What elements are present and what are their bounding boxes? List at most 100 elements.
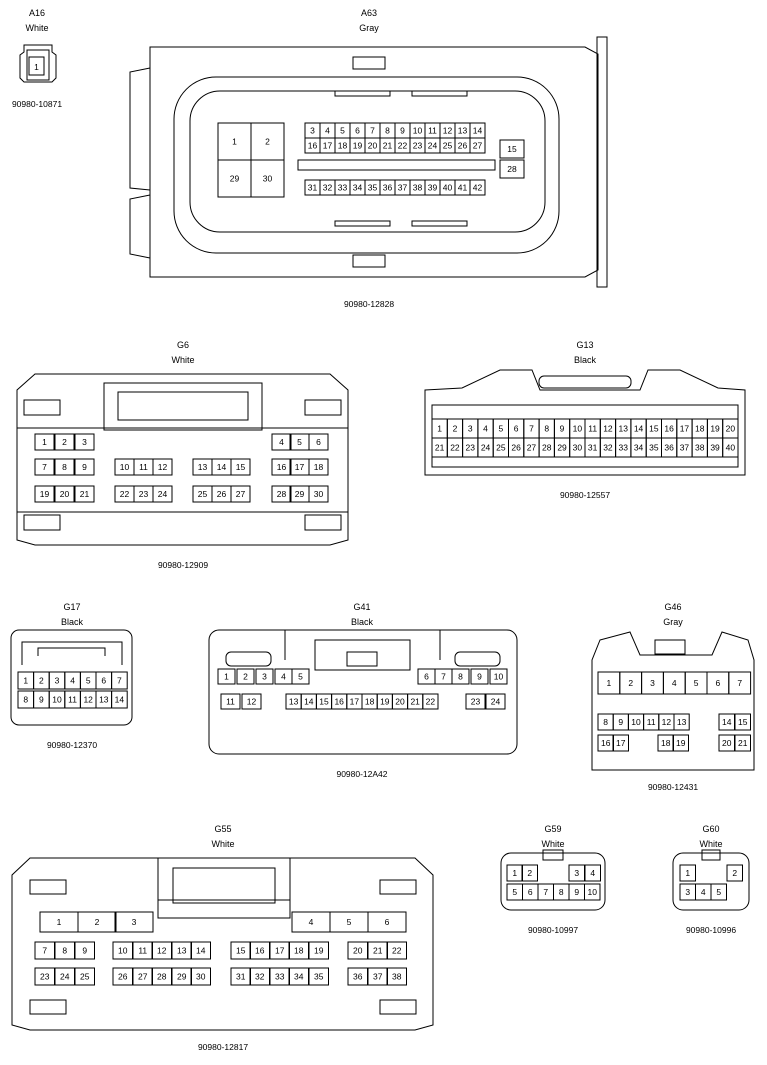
pin-label: 19 (710, 424, 720, 434)
pin-label: 19 (380, 697, 390, 707)
pin-label: 9 (574, 887, 579, 897)
connector-g41-housing (208, 629, 518, 755)
pin-label: 6 (316, 437, 321, 447)
pin-label: 2 (39, 676, 44, 686)
pin-label: 40 (443, 183, 453, 193)
connector-g59-housing (500, 852, 606, 911)
pin-label: 17 (616, 738, 626, 748)
pin-label: 22 (426, 697, 436, 707)
pin-label: 20 (368, 141, 378, 151)
pin-label: 28 (507, 164, 517, 174)
pin-label: 3 (310, 126, 315, 136)
pin-cavity (726, 864, 743, 882)
pin-label: 20 (353, 946, 363, 956)
pin-label: 6 (385, 917, 390, 927)
pin-label: 1 (42, 437, 47, 447)
pin-cavity (469, 137, 486, 154)
pin-cavity (679, 864, 696, 882)
connector-g6-housing (16, 373, 349, 546)
pin-cavity (308, 433, 329, 451)
pin-label: 6 (424, 672, 429, 682)
connector-g55-id: G55 (214, 824, 231, 834)
pin-cavity (34, 433, 55, 451)
pin-label: 2 (453, 424, 458, 434)
pin-label: 8 (458, 672, 463, 682)
pin-label: 18 (695, 424, 705, 434)
pin-label: 33 (619, 443, 629, 453)
pin-label: 30 (573, 443, 583, 453)
connector-g13-housing (424, 369, 746, 476)
pin-label: 1 (607, 678, 612, 688)
pin-label: 10 (573, 424, 583, 434)
pin-label: 25 (80, 972, 90, 982)
connector-a63-separator (297, 159, 496, 171)
pin-label: 18 (661, 738, 671, 748)
connector-g55-latch-left-top (29, 879, 67, 895)
pin-label: 7 (543, 887, 548, 897)
pin-label: 5 (694, 678, 699, 688)
connector-g46-housing (591, 631, 755, 771)
pin-label: 17 (323, 141, 333, 151)
pin-label: 1 (437, 424, 442, 434)
pin-label: 24 (428, 141, 438, 151)
pin-cavity (271, 433, 292, 451)
pin-label: 12 (603, 424, 613, 434)
pin-label: 12 (662, 717, 672, 727)
pin-label: 10 (631, 717, 641, 727)
pin-label: 10 (413, 126, 423, 136)
connector-g13-lock (538, 375, 632, 389)
pin-label: 29 (295, 489, 305, 499)
connector-g46-part-number: 90980-12431 (648, 782, 698, 792)
pin-label: 9 (400, 126, 405, 136)
pin-cavity (54, 485, 75, 503)
pin-cavity (584, 883, 601, 901)
pin-label: 30 (314, 489, 324, 499)
pin-label: 3 (82, 437, 87, 447)
pin-label: 29 (557, 443, 567, 453)
connector-a63-color: Gray (359, 23, 379, 33)
pin-cavity (308, 967, 329, 986)
pin-label: 41 (458, 183, 468, 193)
pin-cavity (77, 911, 117, 933)
pin-label: 20 (395, 697, 405, 707)
pin-label: 6 (101, 676, 106, 686)
connector-a63-rib (334, 90, 391, 97)
pin-label: 3 (650, 678, 655, 688)
pin-cavity (74, 433, 95, 451)
connector-a16-cavity (26, 49, 50, 81)
pin-label: 11 (588, 424, 597, 434)
connector-g59-color: White (541, 839, 564, 849)
connector-a63-rib (411, 220, 468, 227)
pin-label: 13 (677, 717, 687, 727)
pin-label: 16 (334, 697, 344, 707)
pin-label: 38 (392, 972, 402, 982)
pin-label: 13 (198, 462, 208, 472)
pin-label: 21 (383, 141, 393, 151)
pin-label: 24 (158, 489, 168, 499)
pin-label: 19 (40, 489, 50, 499)
pin-label: 11 (428, 126, 437, 136)
pin-label: 19 (353, 141, 363, 151)
connector-g55-latch-right-bottom (379, 999, 417, 1015)
connector-g13-part-number: 90980-12557 (560, 490, 610, 500)
pin-label: 31 (236, 972, 246, 982)
pin-label: 36 (383, 183, 393, 193)
connector-g17-id: G17 (63, 602, 80, 612)
connector-g55-latch-left-bottom (29, 999, 67, 1015)
pin-label: 13 (99, 695, 109, 705)
pin-label: 33 (275, 972, 285, 982)
pin-label: 21 (80, 489, 90, 499)
pin-cavity (220, 693, 241, 710)
pin-label: 1 (34, 62, 39, 72)
pin-label: 11 (139, 462, 148, 472)
pin-label: 4 (325, 126, 330, 136)
pin-label: 37 (398, 183, 408, 193)
pin-cavity (74, 941, 95, 960)
pin-label: 15 (319, 697, 329, 707)
pin-label: 20 (60, 489, 70, 499)
